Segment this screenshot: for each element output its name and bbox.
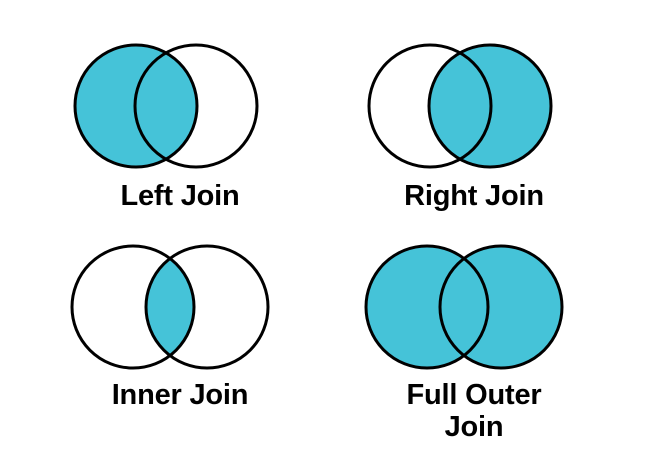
venn-left-join [73, 43, 259, 169]
panel-label-full-outer-join: Full Outer Join [406, 379, 542, 444]
right-circle-outline [144, 244, 270, 370]
venn-right-join [367, 43, 553, 169]
venn-full-outer-join [364, 244, 564, 370]
panel-label-left-join: Left Join [120, 180, 240, 212]
panel-label-inner-join: Inner Join [111, 379, 249, 411]
panel-inner-join: Inner Join [30, 243, 330, 411]
panel-right-join: Right Join [324, 38, 624, 212]
right-circle-fill [440, 246, 562, 368]
panel-full-outer-join: Full Outer Join [324, 243, 624, 444]
panel-label-right-join: Right Join [404, 180, 544, 212]
panel-left-join: Left Join [30, 38, 330, 212]
right-circle-outline [438, 244, 564, 370]
left-circle-outline [367, 43, 493, 169]
right-circle-outline [133, 43, 259, 169]
left-circle-outline [73, 43, 199, 169]
left-circle-outline [364, 244, 490, 370]
left-circle-outline [70, 244, 196, 370]
intersection-fill [146, 246, 194, 368]
venn-inner-join [70, 244, 270, 370]
right-circle-outline [427, 43, 553, 169]
